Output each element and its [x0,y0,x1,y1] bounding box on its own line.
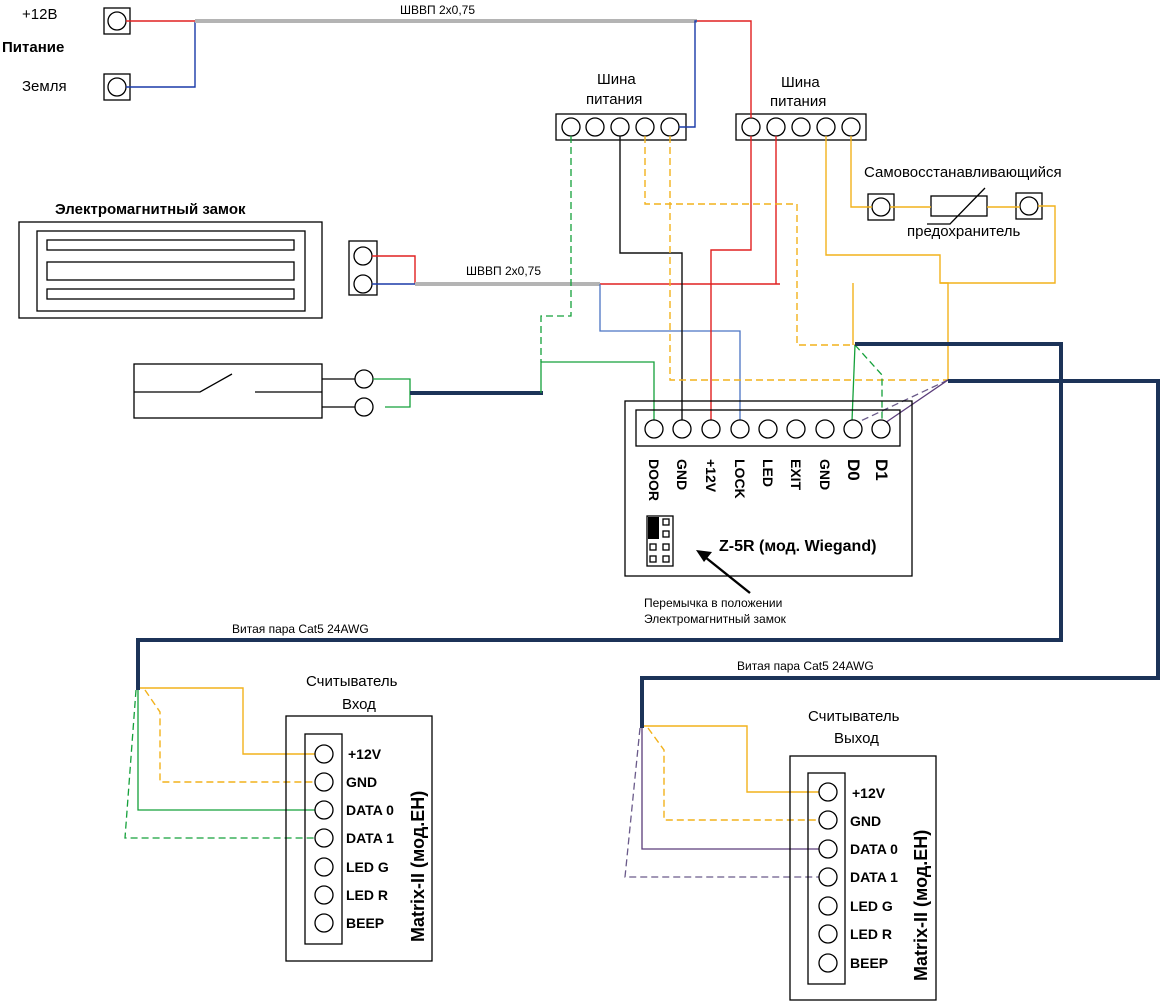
power-supply: +12В Питание Земля ШВВП 2х0,75 [2,3,475,101]
controller-name: Z-5R (мод. Wiegand) [719,538,876,555]
cable-top-label: ШВВП 2х0,75 [400,3,475,17]
power-bus-left: Шина питания [555,71,687,141]
bus-left-line2: питания [586,91,642,108]
fuse-line1: Самовосстанавливающийся [864,164,1062,181]
lock-title: Электромагнитный замок [55,201,246,218]
reader-out-title1: Считыватель [808,708,900,725]
resettable-fuse: Самовосстанавливающийся предохранитель [864,164,1062,240]
reader-out-model: Matrix-II (мод.EH) [911,830,931,981]
pin-12v: +12V [703,459,719,493]
reader-in-title2: Вход [342,696,376,713]
reader-out-pin-beep: BEEP [850,955,888,971]
jumper-block [646,515,674,567]
pin-exit: EXIT [788,459,804,491]
reader-in-pin-ledg: LED G [346,859,389,875]
ground-terminal [103,73,131,101]
reader-in-title1: Считыватель [306,673,398,690]
plus12-label: +12В [22,6,57,23]
pin-gnd-2: GND [817,459,833,490]
reader-in-pin-beep: BEEP [346,915,384,931]
reader-out-pin-data1: DATA 1 [850,869,898,885]
wires [124,19,1160,878]
jumper-note-line1: Перемычка в положении [644,596,782,610]
bus-right-line1: Шина [781,74,820,91]
reader-in-pin-ledr: LED R [346,887,388,903]
reader-out-pin-gnd: GND [850,813,881,829]
pin-lock: LOCK [732,459,748,499]
controller-pins [644,419,891,439]
jumper-note-line2: Электромагнитный замок [644,612,787,626]
pin-d0: D0 [844,459,863,481]
power-bus-right: Шина питания [735,74,867,141]
reader-out-pin-ledg: LED G [850,898,893,914]
exit-button [133,363,374,419]
reader-in-pin-data1: DATA 1 [346,830,394,846]
reader-out-pin-data0: DATA 0 [850,841,898,857]
reader-out-title2: Выход [834,730,879,747]
pin-door: DOOR [646,459,662,501]
controller-z5r: DOOR GND +12V LOCK LED EXIT GND D0 D1 Z-… [624,400,913,577]
jumper-note: Перемычка в положении Электромагнитный з… [644,550,787,626]
reader-out-pin-ledr: LED R [850,926,892,942]
fuse-line2: предохранитель [907,223,1021,240]
power-title: Питание [2,39,64,56]
cable-out-label: Витая пара Cat5 24AWG [737,659,874,673]
reader-out-pin-12v: +12V [852,785,886,801]
reader-in-model: Matrix-II (мод.EH) [408,791,428,942]
reader-in-pin-gnd: GND [346,774,377,790]
reader-in: Считыватель Вход +12V GND DATA 0 DATA 1 … [285,673,433,962]
bus-left-line1: Шина [597,71,636,88]
lock-cable-label: ШВВП 2х0,75 [466,264,541,278]
reader-in-pin-data0: DATA 0 [346,802,394,818]
ground-label: Земля [22,78,67,95]
pin-gnd: GND [674,459,690,490]
cable-in-label: Витая пара Cat5 24AWG [232,622,369,636]
bus-right-line2: питания [770,93,826,110]
pin-led: LED [760,459,776,487]
electromagnetic-lock: Электромагнитный замок ШВВП 2х0,75 [18,201,541,319]
reader-out: Считыватель Выход +12V GND DATA 0 DATA 1… [789,708,937,1001]
reader-in-pin-12v: +12V [348,746,382,762]
pin-d1: D1 [872,459,891,481]
